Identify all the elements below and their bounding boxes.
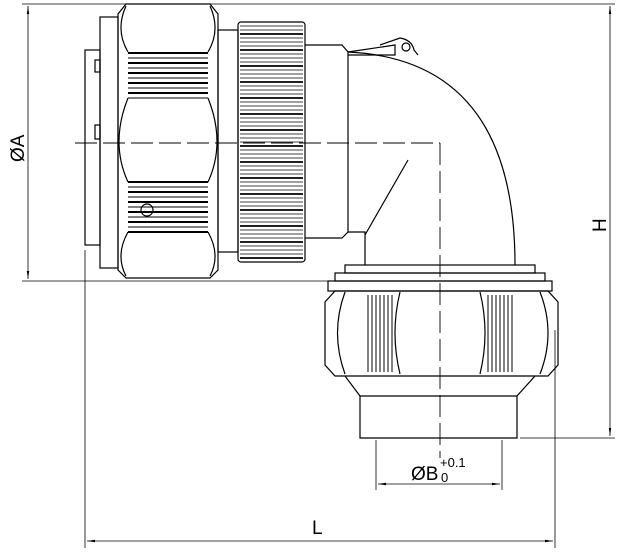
knurled-ring — [237, 21, 306, 263]
label-diameter-b-lower-tol: 0 — [441, 470, 448, 485]
elbow-housing — [347, 51, 516, 266]
label-diameter-b: ØB — [411, 464, 438, 485]
connector-body — [305, 37, 419, 239]
bottom-tube — [344, 375, 536, 439]
lower-nut — [324, 290, 559, 377]
label-length: L — [312, 518, 323, 539]
rear-flange — [84, 16, 119, 269]
label-height: H — [590, 218, 611, 232]
coupling-nut — [117, 3, 219, 279]
extension-lines — [22, 3, 615, 548]
sleeve — [217, 29, 239, 253]
label-diameter-b-upper-tol: +0.1 — [440, 455, 466, 470]
label-diameter-a: ØA — [8, 134, 29, 162]
